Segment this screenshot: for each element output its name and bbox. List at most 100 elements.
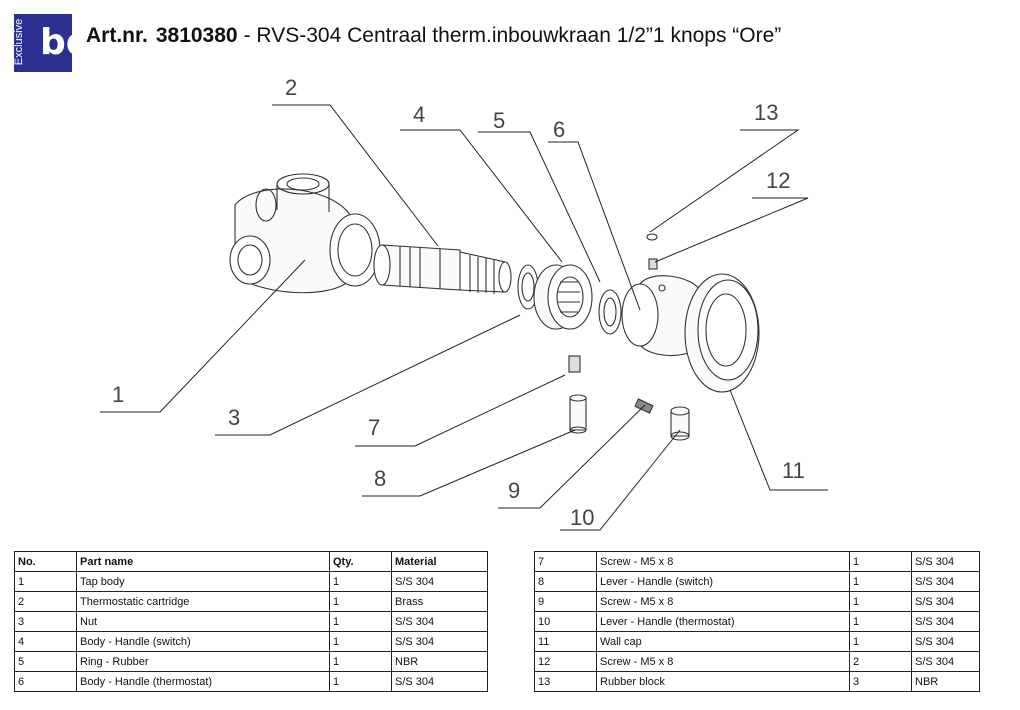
header-qty: Qty. bbox=[329, 551, 392, 572]
cell-qty: 1 bbox=[849, 591, 912, 612]
cell-qty: 1 bbox=[849, 551, 912, 572]
cell-qty: 2 bbox=[849, 651, 912, 672]
cell-qty: 1 bbox=[329, 611, 392, 632]
page-title: Art.nr. 3810380- RVS-304 Centraal therm.i… bbox=[86, 24, 781, 48]
cell-no: 10 bbox=[534, 611, 597, 632]
cell-material: S/S 304 bbox=[391, 631, 488, 652]
cell-part-name: Body - Handle (thermostat) bbox=[76, 671, 330, 692]
part-body-handle-switch bbox=[533, 264, 593, 330]
cell-part-name: Tap body bbox=[76, 571, 330, 592]
part-rubber-block bbox=[646, 233, 658, 241]
cell-qty: 3 bbox=[849, 671, 912, 692]
cell-part-name: Screw - M5 x 8 bbox=[596, 591, 850, 612]
cell-material: S/S 304 bbox=[391, 611, 488, 632]
callout-3: 3 bbox=[228, 405, 240, 430]
callout-1: 1 bbox=[112, 382, 124, 407]
callout-10: 10 bbox=[570, 505, 594, 530]
cell-part-name: Lever - Handle (thermostat) bbox=[596, 611, 850, 632]
cell-no: 7 bbox=[534, 551, 597, 572]
cell-material: S/S 304 bbox=[911, 571, 980, 592]
header-no: No. bbox=[14, 551, 77, 572]
callout-13: 13 bbox=[754, 100, 778, 125]
part-lever-thermostat bbox=[670, 406, 690, 441]
cell-no: 11 bbox=[534, 631, 597, 652]
cell-no: 8 bbox=[534, 571, 597, 592]
cell-no: 12 bbox=[534, 651, 597, 672]
cell-material: S/S 304 bbox=[391, 571, 488, 592]
cell-qty: 1 bbox=[329, 651, 392, 672]
callout-6: 6 bbox=[553, 117, 565, 142]
exploded-view-drawing: 1 2 3 4 5 6 7 8 9 10 11 12 13 bbox=[100, 75, 828, 531]
cell-material: S/S 304 bbox=[911, 611, 980, 632]
part-tap-body bbox=[229, 173, 381, 294]
cell-part-name: Screw - M5 x 8 bbox=[596, 651, 850, 672]
cell-no: 2 bbox=[14, 591, 77, 612]
art-label: Art.nr. bbox=[86, 24, 148, 47]
cell-qty: 1 bbox=[329, 631, 392, 652]
product-description: - RVS-304 Centraal therm.inbouwkraan 1/2… bbox=[243, 24, 782, 47]
part-rubber-ring bbox=[598, 289, 622, 335]
cell-part-name: Thermostatic cartridge bbox=[76, 591, 330, 612]
cell-qty: 1 bbox=[849, 571, 912, 592]
table-header-row: No. Part name Qty. Material bbox=[14, 551, 488, 572]
cell-qty: 1 bbox=[329, 671, 392, 692]
cell-material: S/S 304 bbox=[911, 591, 980, 612]
brand-logo: Exclusive bd bbox=[14, 14, 72, 72]
part-screw-12 bbox=[648, 258, 658, 270]
cell-material: S/S 304 bbox=[391, 671, 488, 692]
part-thermostatic-cartridge bbox=[373, 244, 512, 294]
header-part-name: Part name bbox=[76, 551, 330, 572]
callout-4: 4 bbox=[413, 102, 425, 127]
cell-qty: 1 bbox=[849, 611, 912, 632]
art-number: 3810380 bbox=[155, 24, 238, 47]
callout-5: 5 bbox=[493, 108, 505, 133]
callout-9: 9 bbox=[508, 478, 520, 503]
cell-no: 9 bbox=[534, 591, 597, 612]
cell-part-name: Rubber block bbox=[596, 671, 850, 692]
callout-7: 7 bbox=[368, 415, 380, 440]
cell-qty: 1 bbox=[329, 591, 392, 612]
leader-lines bbox=[100, 104, 828, 531]
callout-11: 11 bbox=[782, 458, 805, 483]
cell-no: 13 bbox=[534, 671, 597, 692]
cell-qty: 1 bbox=[849, 631, 912, 652]
cell-no: 4 bbox=[14, 631, 77, 652]
cell-part-name: Wall cap bbox=[596, 631, 850, 652]
logo-mark: bd bbox=[40, 22, 72, 63]
cell-material: NBR bbox=[911, 671, 980, 692]
cell-part-name: Nut bbox=[76, 611, 330, 632]
part-lever-switch bbox=[569, 394, 587, 434]
cell-material: S/S 304 bbox=[911, 631, 980, 652]
header-material: Material bbox=[391, 551, 488, 572]
cell-no: 1 bbox=[14, 571, 77, 592]
cell-no: 3 bbox=[14, 611, 77, 632]
cell-material: Brass bbox=[391, 591, 488, 612]
cell-no: 5 bbox=[14, 651, 77, 672]
cell-qty: 1 bbox=[329, 571, 392, 592]
cell-material: S/S 304 bbox=[911, 651, 980, 672]
callout-12: 12 bbox=[766, 168, 790, 193]
cell-part-name: Body - Handle (switch) bbox=[76, 631, 330, 652]
part-screw-7 bbox=[568, 355, 581, 373]
cell-no: 6 bbox=[14, 671, 77, 692]
callout-8: 8 bbox=[374, 466, 386, 491]
cell-part-name: Screw - M5 x 8 bbox=[596, 551, 850, 572]
part-wall-cap bbox=[684, 273, 760, 393]
cell-part-name: Ring - Rubber bbox=[76, 651, 330, 672]
callout-2: 2 bbox=[285, 75, 297, 100]
cell-part-name: Lever - Handle (switch) bbox=[596, 571, 850, 592]
